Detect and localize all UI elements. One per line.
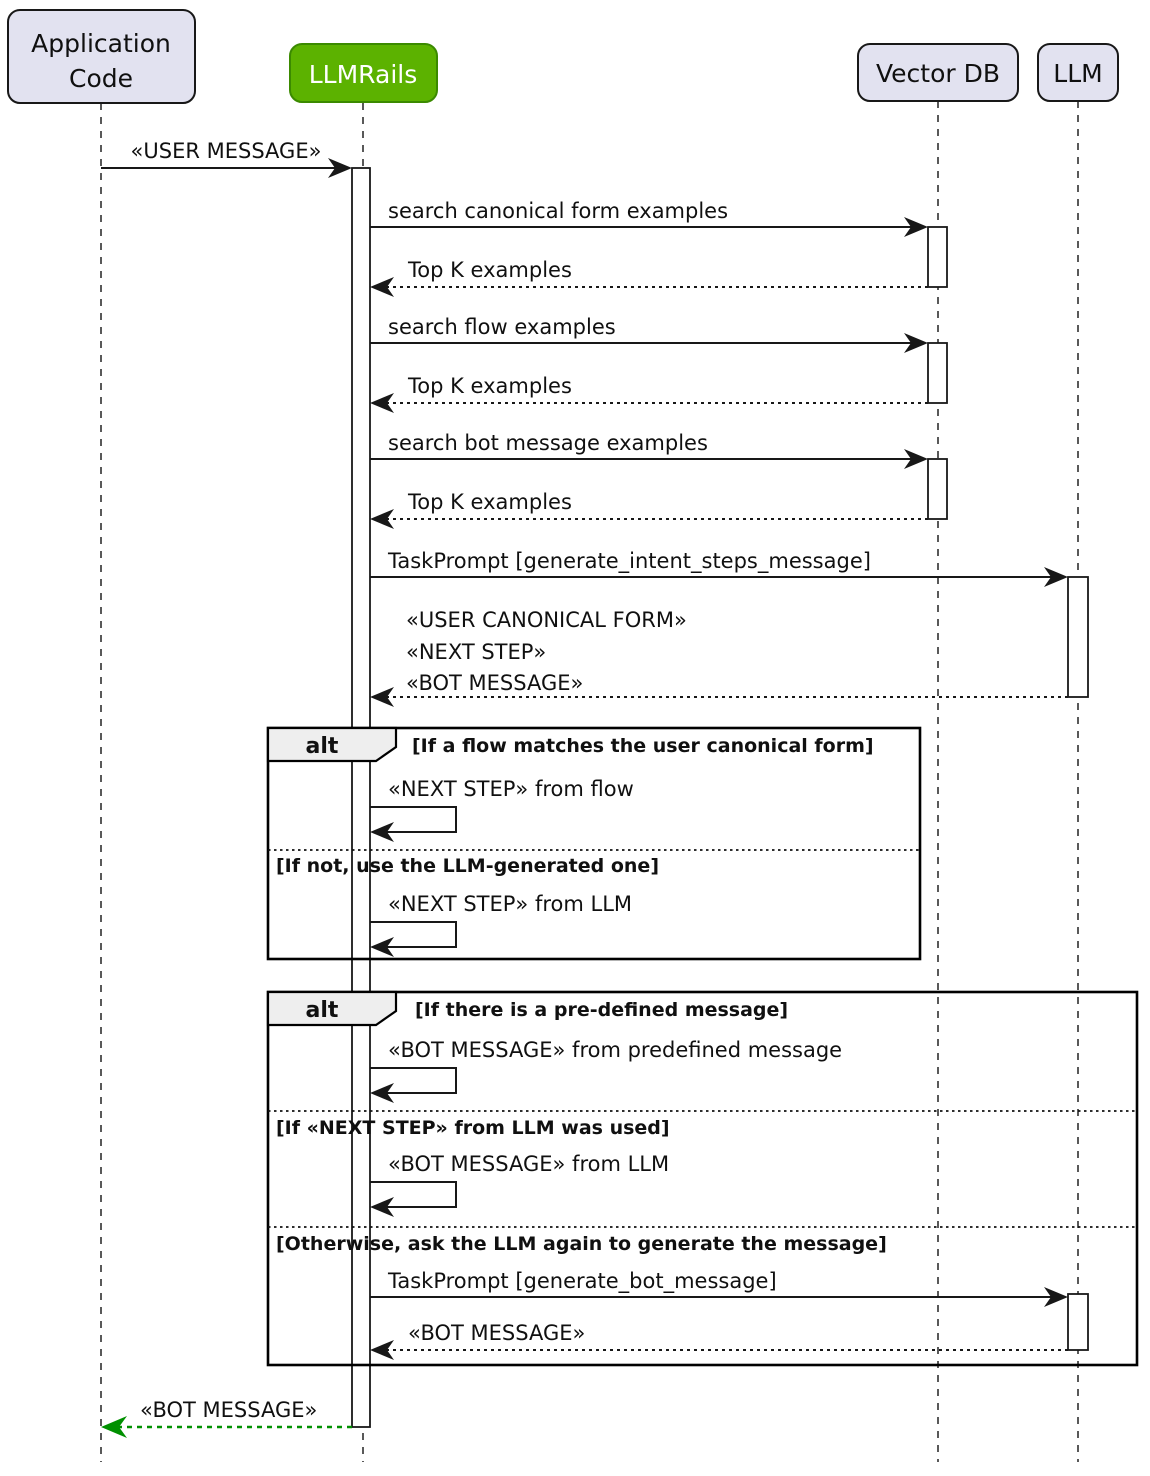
label-topk-3: Top K examples <box>407 490 572 514</box>
arrowhead-next-step-flow <box>370 822 394 842</box>
label-intent-return-2: «NEXT STEP» <box>406 640 546 664</box>
arrowhead-topk-2 <box>370 393 394 413</box>
alt-1-guard-1: [If a flow matches the user canonical fo… <box>412 735 874 757</box>
label-bot-llm: «BOT MESSAGE» from LLM <box>388 1152 669 1176</box>
activation-vectordb-3 <box>927 458 948 520</box>
activation-llm-1 <box>1067 576 1089 698</box>
arrowhead-bot-predefined <box>370 1083 394 1103</box>
arrowhead-bot-llm <box>370 1197 394 1217</box>
label-next-step-llm: «NEXT STEP» from LLM <box>388 892 632 916</box>
arrowhead-topk-1 <box>370 277 394 297</box>
self-arrow-bot-predefined <box>370 1067 457 1094</box>
label-search-bot: search bot message examples <box>388 431 708 455</box>
alt-frame-2-label-shape <box>266 990 398 1027</box>
label-intent-return-1: «USER CANONICAL FORM» <box>406 608 687 632</box>
participant-application-code <box>7 9 196 104</box>
label-search-canonical: search canonical form examples <box>388 199 728 223</box>
arrowhead-taskprompt-bot <box>1044 1287 1068 1307</box>
arrowhead-search-canonical <box>904 217 928 237</box>
self-arrow-next-step-llm <box>370 921 457 948</box>
alt-1-operator: alt <box>306 734 339 759</box>
self-arrow-bot-llm <box>370 1181 457 1208</box>
arrowhead-search-bot <box>904 449 928 469</box>
label-bot-return: «BOT MESSAGE» <box>408 1321 585 1345</box>
activation-vectordb-1 <box>927 226 948 288</box>
participant-llm <box>1037 43 1119 102</box>
label-search-flow: search flow examples <box>388 315 616 339</box>
self-arrow-next-step-flow <box>370 806 457 833</box>
alt-frame-1 <box>266 726 922 961</box>
label-taskprompt-bot: TaskPrompt [generate_bot_message] <box>387 1269 777 1294</box>
alt-2-operator: alt <box>306 998 339 1023</box>
arrowhead-topk-3 <box>370 509 394 529</box>
label-bot-predefined: «BOT MESSAGE» from predefined message <box>388 1038 842 1062</box>
participant-vector-db <box>857 43 1019 102</box>
arrowhead-search-flow <box>904 333 928 353</box>
arrowhead-next-step-llm <box>370 937 394 957</box>
arrowhead-intent-return <box>370 687 394 707</box>
alt-frame-1-label-shape <box>266 726 398 763</box>
activation-llmrails <box>351 167 371 1428</box>
label-topk-2: Top K examples <box>407 374 572 398</box>
label-topk-1: Top K examples <box>407 258 572 282</box>
label-intent-return-3: «BOT MESSAGE» <box>406 671 583 695</box>
arrowhead-taskprompt-intent <box>1044 567 1068 587</box>
label-taskprompt-intent: TaskPrompt [generate_intent_steps_messag… <box>387 549 871 574</box>
label-user-message: «USER MESSAGE» <box>131 139 322 163</box>
participant-llm-label: LLM <box>1053 59 1102 88</box>
arrowhead-final-bot-message <box>101 1416 127 1438</box>
alt-2-guard-3: [Otherwise, ask the LLM again to generat… <box>276 1233 887 1255</box>
alt-1-guard-2: [If not, use the LLM-generated one] <box>276 855 659 877</box>
activation-vectordb-2 <box>927 342 948 404</box>
alt-frame-2 <box>266 990 1139 1367</box>
label-next-step-flow: «NEXT STEP» from flow <box>388 777 634 801</box>
participant-llmrails-label: LLMRails <box>309 60 417 89</box>
participant-application-code-label-1: Application <box>31 29 171 58</box>
alt-2-guard-2: [If «NEXT STEP» from LLM was used] <box>276 1117 670 1139</box>
activation-llm-2 <box>1067 1293 1089 1351</box>
alt-2-guard-1: [If there is a pre-defined message] <box>415 999 788 1021</box>
arrowhead-user-message <box>328 158 352 178</box>
participant-application-code-label-2: Code <box>69 64 133 93</box>
participant-vector-db-label: Vector DB <box>876 59 1000 88</box>
label-final-bot-message: «BOT MESSAGE» <box>140 1398 317 1422</box>
arrowhead-bot-return <box>370 1340 394 1360</box>
participant-llmrails <box>289 43 438 103</box>
